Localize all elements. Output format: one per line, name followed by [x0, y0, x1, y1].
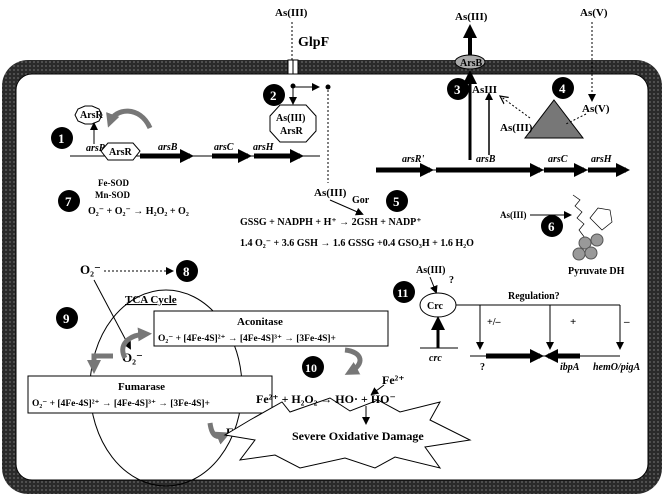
- aconitase-reaction: O₂⁻ + [4Fe-4S]²⁺ → [4Fe-4S]³⁺ → [3Fe-4S]…: [158, 334, 336, 344]
- pdh-label: Pyruvate DH: [568, 266, 625, 277]
- q2-label: ?: [480, 362, 485, 373]
- svg-text:11: 11: [397, 286, 408, 300]
- step-circle-6: 6: [541, 215, 563, 237]
- regulation-label: Regulation?: [508, 291, 560, 302]
- complex-line1: As(III): [276, 113, 305, 124]
- step-circle-4: 4: [552, 77, 574, 99]
- aconitase-box: [153, 310, 389, 347]
- gor-reaction2: 1.4 O₂⁻ + 3.6 GSH → 1.6 GSSG +0.4 GSO₃H …: [240, 238, 474, 249]
- glpf-channel: [287, 59, 299, 75]
- svg-text:9: 9: [63, 311, 70, 326]
- arsr2-gene-label: arsR': [402, 154, 424, 165]
- crc-protein-label: Crc: [427, 301, 443, 312]
- sod-reaction: O₂⁻ + O₂⁻ → H₂O₂ + O₂: [88, 206, 189, 217]
- tca-superoxide-label: O₂⁻: [122, 350, 143, 365]
- arsb-label: ArsB: [460, 58, 483, 69]
- plus-label: +: [570, 316, 576, 328]
- arsr-bound-label: ArsR: [109, 147, 133, 158]
- aconitase-fe-arrow: [344, 347, 363, 375]
- fumarase-reaction: O₂⁻ + [4Fe-4S]²⁺ → [4Fe-4S]³⁺ → [3Fe-4S]…: [32, 399, 210, 409]
- asv-import-label: As(V): [580, 7, 608, 19]
- tca-to-aconitase-arrow: [120, 327, 152, 360]
- pdh-as3-label: As(III): [500, 210, 527, 220]
- plusminus-label: +/–: [487, 317, 501, 328]
- fumarase-fe-arrow: [207, 422, 231, 445]
- sod-line2: Mn-SOD: [95, 190, 131, 200]
- svg-text:6: 6: [548, 219, 555, 234]
- superoxide-to-tca-arrow: [93, 279, 131, 350]
- svg-text:7: 7: [65, 194, 72, 209]
- arsc-gene-label: arsC: [214, 142, 234, 153]
- fe-top-arrow: [370, 384, 385, 396]
- arsr-bound-shape: [100, 142, 141, 161]
- arsh2-gene-label: arsH: [591, 154, 613, 165]
- ibpa-label: ibpA: [560, 362, 580, 373]
- as5-label: As(V): [582, 103, 610, 115]
- arsb-export-label: As(III): [455, 11, 488, 23]
- step-circle-3: 3: [447, 78, 469, 100]
- step-circle-5: 5: [386, 190, 408, 212]
- glpf-label: GlpF: [298, 35, 329, 50]
- as3-label: AsIII: [472, 84, 497, 96]
- arsb-gene-label: arsB: [158, 142, 178, 153]
- arsr-protein-label: ArsR: [80, 110, 104, 121]
- svg-text:10: 10: [305, 361, 317, 375]
- crc-as3-arrow: [429, 276, 438, 294]
- tca-to-fumarase-arrow: [87, 353, 113, 374]
- pdh-enzyme-icon: [572, 233, 604, 261]
- fumarase-box: [27, 375, 273, 414]
- step-circle-8: 8: [176, 260, 198, 282]
- as3-arsr-complex: [269, 104, 317, 143]
- step-circle-11: 11: [393, 281, 415, 303]
- arsr-gene-label: arsR: [86, 143, 106, 154]
- lipoyl-domain: [572, 194, 613, 239]
- arsr-feedback-arrow: [106, 108, 153, 130]
- aconitase-title: Aconitase: [237, 316, 283, 328]
- sod-line1: Fe-SOD: [98, 178, 129, 188]
- arsr-protein-shape: [74, 105, 103, 125]
- superoxide-label: O₂⁻: [80, 262, 101, 277]
- crc-gene-label: crc: [429, 353, 442, 364]
- as3-from-label: As(III): [500, 122, 533, 134]
- gor-enzyme-label: Gor: [352, 195, 370, 206]
- gor-reaction1: GSSG + NADPH + H⁺ → 2GSH + NADP⁺: [240, 217, 422, 228]
- svg-text:3: 3: [454, 82, 461, 97]
- svg-text:2: 2: [270, 88, 277, 103]
- fenton-reaction: Fe²⁺ + H₂O₂ → HO· + HO⁻: [256, 392, 396, 406]
- gor-inhibit-arrow: [329, 199, 364, 216]
- arsb2-gene-label: arsB: [476, 154, 496, 165]
- arsh-gene-label: arsH: [253, 142, 275, 153]
- as3-dot-2: [325, 84, 331, 90]
- complex-line2: ArsR: [280, 126, 304, 137]
- damage-label: Severe Oxidative Damage: [292, 429, 424, 443]
- fenton-fe-top: Fe²⁺: [382, 373, 405, 387]
- arsc2-gene-label: arsC: [548, 154, 568, 165]
- as3-dot-1: [290, 83, 296, 89]
- svg-text:8: 8: [183, 264, 190, 279]
- gor-as3-label: As(III): [314, 187, 347, 199]
- svg-text:5: 5: [393, 194, 400, 209]
- minus-label: –: [623, 316, 630, 328]
- step-circle-1: 1: [51, 127, 73, 149]
- svg-text:1: 1: [58, 131, 65, 146]
- arsc-reductase: [523, 99, 585, 139]
- hemo-label: hemO/pigA: [593, 362, 641, 373]
- step-circle-10: 10: [302, 356, 324, 378]
- step-circle-2: 2: [263, 84, 285, 106]
- step-circle-9: 9: [56, 307, 78, 329]
- svg-text:4: 4: [559, 81, 566, 96]
- tca-cycle-label: TCA Cycle: [125, 294, 177, 306]
- crc-q-label: ?: [449, 275, 454, 286]
- oxidative-damage-burst: [223, 397, 472, 469]
- fumarase-title: Fumarase: [118, 381, 165, 393]
- glpf-substrate-label: As(III): [275, 7, 308, 19]
- step-circle-7: 7: [58, 190, 80, 212]
- crc-as3-label: As(III): [416, 265, 445, 276]
